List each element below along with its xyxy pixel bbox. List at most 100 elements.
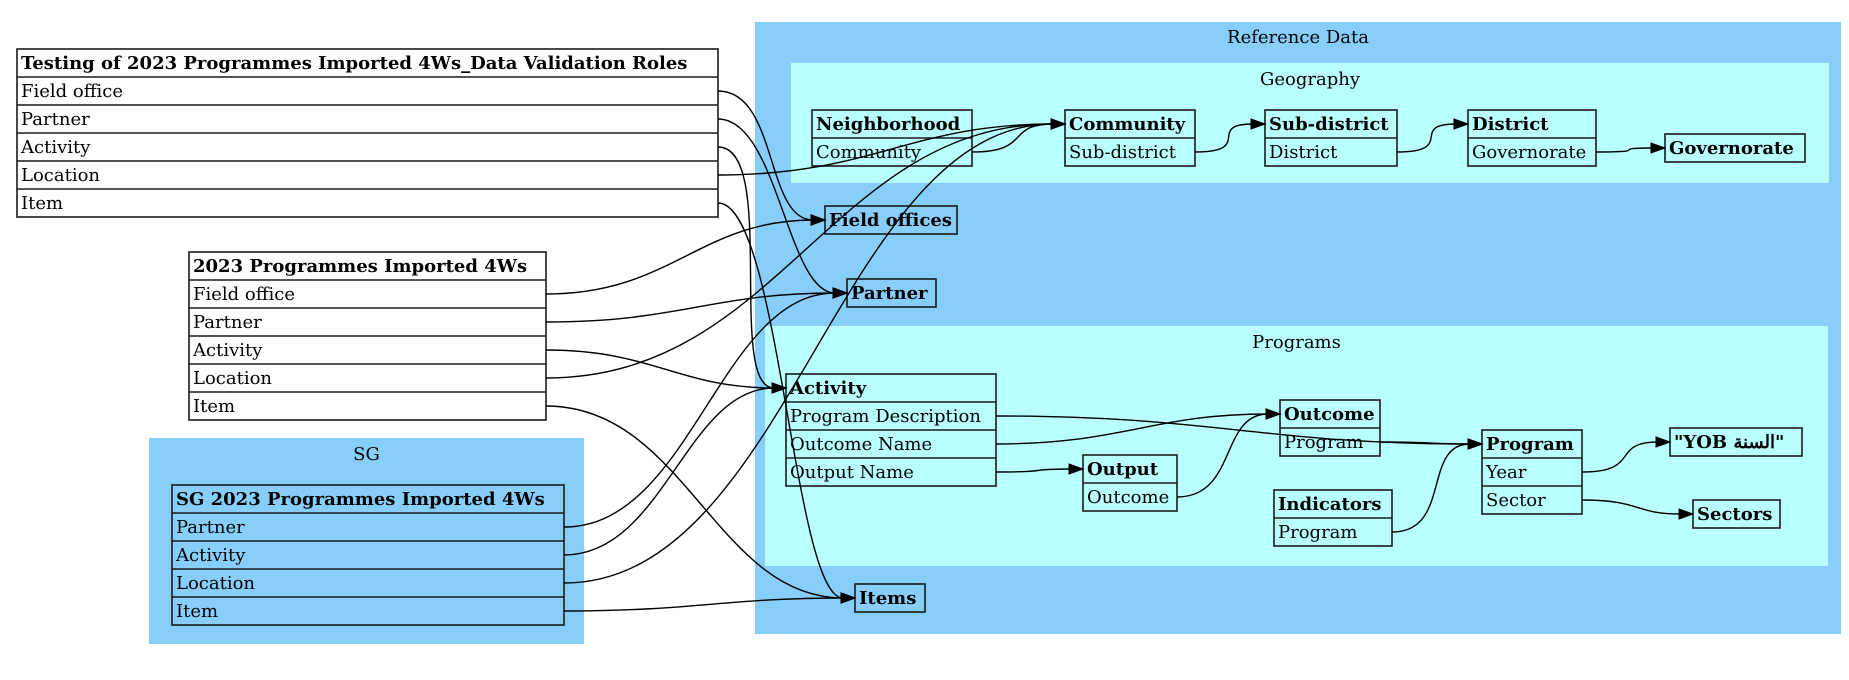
node-testing[interactable]: Testing of 2023 Programmes Imported 4Ws_…	[16, 48, 719, 218]
cluster-geography-label: Geography	[1260, 69, 1361, 90]
node-title: Indicators	[1278, 494, 1382, 515]
edge-path	[971, 123, 1054, 153]
field-partner[interactable]: Partner	[176, 517, 245, 538]
node-title: Community	[1069, 114, 1186, 135]
field-item[interactable]: Item	[193, 396, 235, 417]
edge	[1581, 499, 1695, 520]
edge-path	[545, 219, 814, 295]
field-program[interactable]: Program	[1278, 522, 1357, 543]
field-location[interactable]: Location	[176, 573, 255, 594]
arrowhead	[1467, 438, 1484, 450]
edge-path	[1581, 499, 1682, 515]
arrowhead	[1265, 408, 1282, 420]
edge-path	[563, 597, 844, 612]
edge	[995, 463, 1085, 475]
field-location[interactable]: Location	[21, 165, 100, 186]
edge	[545, 349, 788, 394]
field-sector[interactable]: Sector	[1486, 490, 1546, 511]
node-title: Field offices	[829, 210, 952, 231]
field-activity[interactable]: Activity	[175, 545, 246, 566]
edge-path	[563, 123, 1054, 584]
node-title: Sub-district	[1269, 114, 1389, 135]
edge	[1391, 438, 1484, 533]
edge	[1194, 118, 1267, 153]
field-year[interactable]: Year	[1485, 462, 1527, 483]
field-output-name[interactable]: Output Name	[790, 462, 914, 483]
edge	[1176, 408, 1282, 498]
arrowhead	[832, 287, 849, 299]
edge-path	[1391, 443, 1471, 533]
field-outcome[interactable]: Outcome	[1087, 487, 1169, 508]
field-sub-district[interactable]: Sub-district	[1069, 142, 1177, 163]
field-district[interactable]: District	[1269, 142, 1338, 163]
field-governorate[interactable]: Governorate	[1472, 142, 1586, 163]
field-field-office[interactable]: Field office	[21, 81, 123, 102]
edge	[1595, 142, 1667, 154]
field-partner[interactable]: Partner	[193, 312, 262, 333]
field-outcome-name[interactable]: Outcome Name	[790, 434, 932, 455]
node-title: Items	[859, 588, 916, 609]
node-governorate[interactable]: Governorate	[1664, 133, 1806, 163]
arrowhead	[1650, 142, 1667, 154]
cluster-programs-label: Programs	[1252, 332, 1341, 353]
node-sg-imported[interactable]: SG 2023 Programmes Imported 4WsPartnerAc…	[171, 484, 565, 626]
edge-path	[545, 405, 844, 599]
edge-path	[717, 146, 775, 389]
arrowhead	[1050, 118, 1067, 130]
edge-path	[717, 90, 814, 221]
node-title: Program	[1486, 434, 1574, 455]
edge	[545, 214, 827, 295]
node-sectors[interactable]: Sectors	[1692, 499, 1781, 529]
arrowhead	[1453, 118, 1470, 130]
node-title: Governorate	[1669, 138, 1794, 159]
arrowhead	[1655, 436, 1672, 448]
edge-path	[1595, 147, 1654, 153]
edge-path	[563, 387, 775, 556]
arrowhead	[1068, 463, 1085, 475]
edge	[1581, 436, 1672, 473]
field-activity[interactable]: Activity	[20, 137, 91, 158]
edge-path	[1396, 123, 1457, 153]
arrowhead	[1250, 118, 1267, 130]
edge-path	[545, 123, 1054, 379]
arrowhead	[810, 214, 827, 226]
field-program[interactable]: Program	[1284, 432, 1363, 453]
edge-path	[1194, 123, 1254, 153]
node-box	[1664, 133, 1806, 163]
node-title: Partner	[851, 283, 928, 304]
field-program-description[interactable]: Program Description	[790, 406, 981, 427]
edge	[563, 382, 788, 556]
field-item[interactable]: Item	[21, 193, 63, 214]
field-activity[interactable]: Activity	[192, 340, 263, 361]
node-title: Output	[1087, 459, 1159, 480]
edge-path	[545, 349, 775, 389]
field-field-office[interactable]: Field office	[193, 284, 295, 305]
node-box	[846, 278, 937, 308]
node-yob[interactable]: "YOB السنة"	[1669, 427, 1803, 457]
edge-path	[1379, 441, 1471, 445]
field-community[interactable]: Community	[816, 142, 922, 163]
field-item[interactable]: Item	[176, 601, 218, 622]
edge-path	[563, 292, 836, 528]
field-location[interactable]: Location	[193, 368, 272, 389]
node-box	[1481, 429, 1583, 515]
field-partner[interactable]: Partner	[21, 109, 90, 130]
node-partner[interactable]: Partner	[846, 278, 937, 308]
node-box	[1669, 427, 1803, 457]
node-title: Neighborhood	[816, 114, 961, 135]
node-title: Testing of 2023 Programmes Imported 4Ws_…	[21, 53, 687, 74]
node-box	[854, 583, 926, 613]
node-items[interactable]: Items	[854, 583, 926, 613]
edge	[1396, 118, 1470, 153]
edge-path	[1581, 441, 1659, 473]
